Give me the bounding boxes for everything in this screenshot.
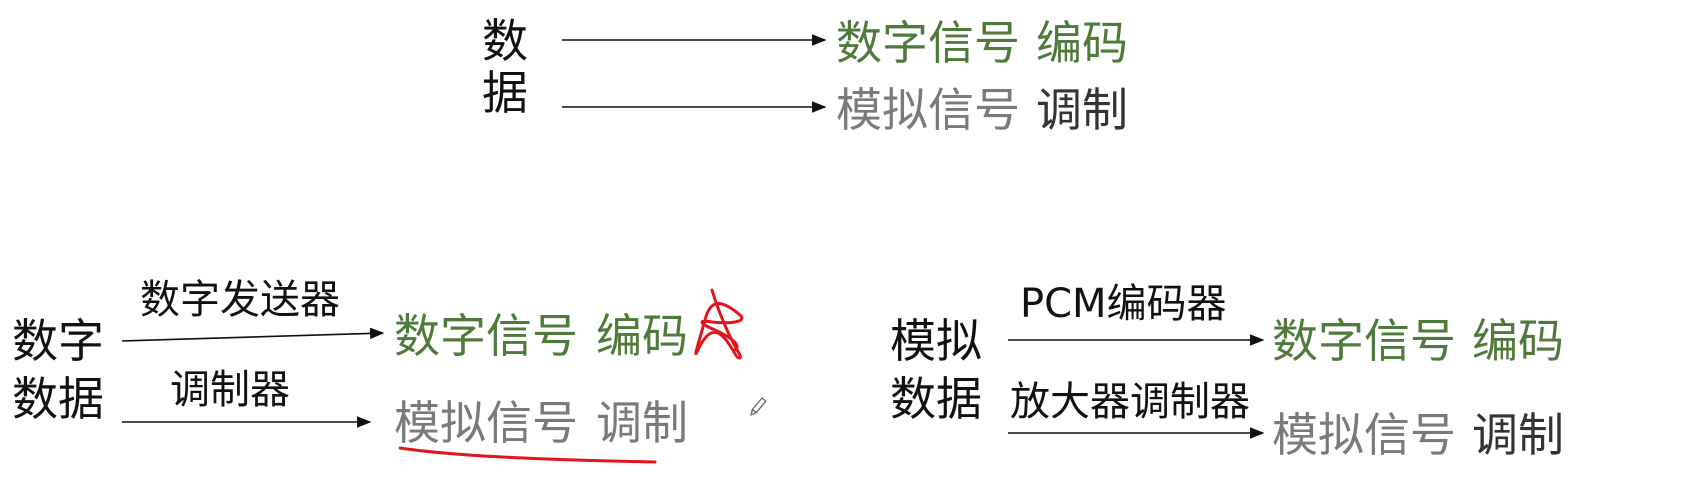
br-lower-device: 放大器调制器 [1010,379,1250,425]
bl-source-line2: 数据 [12,372,104,426]
bl-source-line1: 数字 [12,314,104,368]
br-digital-method: 编码 [1472,314,1564,368]
br-analog-method: 调制 [1472,408,1564,462]
bl-analog-signal: 模拟信号 [394,396,578,450]
top-source-char-2: 据 [482,66,528,120]
bl-upper-device: 数字发送器 [140,277,340,323]
top-analog-method: 调制 [1036,83,1128,137]
top-source-char-1: 数 [482,14,528,68]
top-analog-signal: 模拟信号 [836,83,1020,137]
br-source-line1: 模拟 [890,314,982,368]
underline-annotation [398,446,657,464]
br-digital-signal: 数字信号 [1272,314,1456,368]
br-source-line2: 数据 [890,372,982,426]
top-digital-method: 编码 [1036,16,1128,70]
pen-cursor-icon [750,397,767,417]
bl-arrow-to-digital [121,327,385,342]
top-digital-signal: 数字信号 [836,16,1020,70]
br-upper-device: PCM编码器 [1020,281,1227,327]
bl-analog-method: 调制 [596,396,688,450]
bl-digital-signal: 数字信号 [394,309,578,363]
star-annotation-icon [694,288,744,360]
bl-digital-method: 编码 [596,309,688,363]
br-analog-signal: 模拟信号 [1272,408,1456,462]
bl-lower-device: 调制器 [170,367,290,413]
